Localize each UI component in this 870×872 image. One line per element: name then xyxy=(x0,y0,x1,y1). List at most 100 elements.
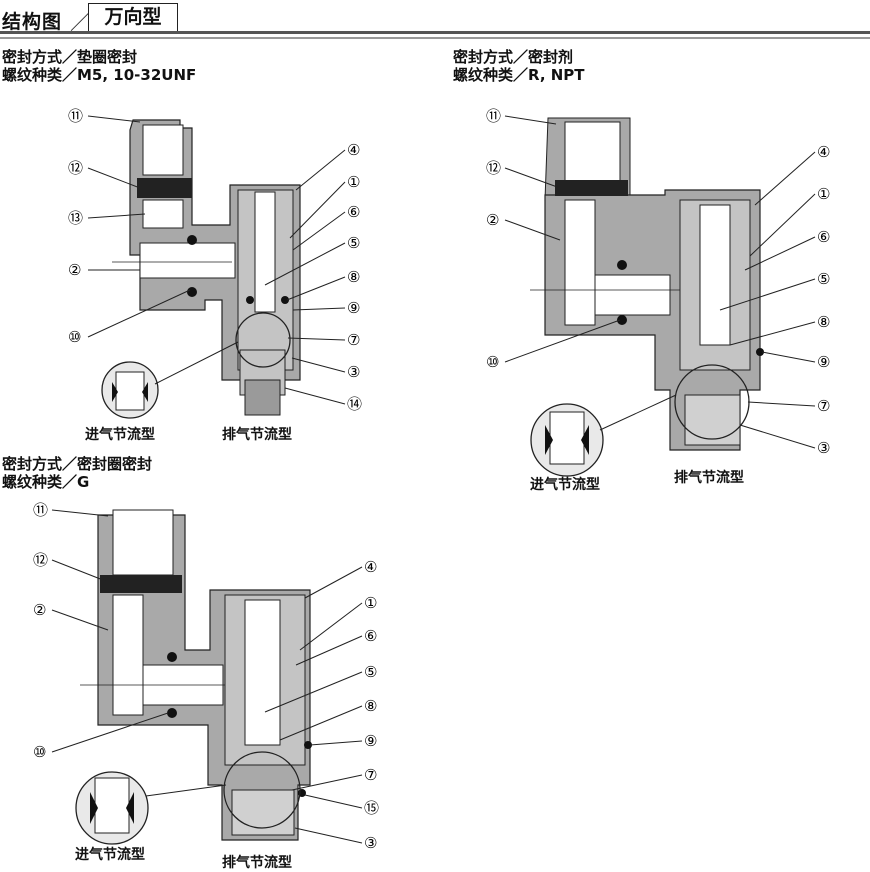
figure-1-drawing: ⑪ ⑫ ⑬ ② ⑩ ④ ① ⑥ ⑤ ⑧ ⑨ ⑦ ③ ⑭ xyxy=(68,107,362,419)
figure-2-thread-type: 螺纹种类／R, NPT xyxy=(453,66,585,84)
fig1-callout-12: ⑫ xyxy=(68,159,83,177)
fig3-leader-12 xyxy=(51,559,109,583)
fig3-bore xyxy=(112,594,144,716)
fig1-callout-10: ⑩ xyxy=(68,328,81,346)
fig1-callout-5: ⑤ xyxy=(347,234,360,252)
fig2-callout-11: ⑪ xyxy=(486,107,501,125)
fig2-horizontal-bore xyxy=(594,274,671,316)
fig3-callout-4: ④ xyxy=(364,558,377,576)
fig3-oring-a xyxy=(167,652,177,662)
header-rule xyxy=(0,31,870,34)
fig2-leader-8 xyxy=(729,321,816,346)
fig3-callout-15: ⑮ xyxy=(364,799,379,817)
fig1-leader-10 xyxy=(87,289,191,338)
fig3-leader-10 xyxy=(51,712,169,753)
figure-3-drawing: ⑪ ⑫ ② ⑩ ④ ① ⑥ ⑤ ⑧ ⑨ ⑦ ⑮ ③ xyxy=(33,501,379,852)
fig1-callout-13: ⑬ xyxy=(68,209,83,227)
fig3-callout-3: ③ xyxy=(364,834,377,852)
fig2-callout-5: ⑤ xyxy=(817,270,830,288)
fig2-callout-10: ⑩ xyxy=(486,353,499,371)
fig2-leader-6 xyxy=(744,236,816,271)
fig2-callout-8: ⑧ xyxy=(817,313,830,331)
fig3-callout-11: ⑪ xyxy=(33,501,48,519)
fig2-leader-7 xyxy=(747,401,816,407)
fig1-fitting-top xyxy=(142,124,184,176)
fig1-leader-7 xyxy=(287,337,346,341)
fig1-leader-12 xyxy=(87,167,141,189)
figure-1-seal-method: 密封方式／垫圈密封 xyxy=(2,48,138,66)
fig3-leader-4 xyxy=(304,566,363,599)
fig1-release-button xyxy=(142,199,184,229)
fig3-inset-leader xyxy=(145,784,227,797)
fig1-callout-3: ③ xyxy=(347,363,360,381)
fig3-fitting-top xyxy=(112,509,174,576)
fig1-callout-11: ⑪ xyxy=(68,107,83,125)
section-header: 结构图 ／ 万向型 xyxy=(0,0,870,40)
fig2-callout-3: ③ xyxy=(817,439,830,457)
fig1-callout-14: ⑭ xyxy=(347,395,362,413)
fig1-bottom-thread xyxy=(244,379,281,416)
fig3-callout-8: ⑧ xyxy=(364,697,377,715)
fig3-callout-10: ⑩ xyxy=(33,743,46,761)
fig2-needle xyxy=(699,204,731,346)
fig2-leader-3 xyxy=(739,424,816,449)
figure-1-spec: 密封方式／垫圈密封 螺纹种类／M5, 10-32UNF xyxy=(2,48,196,84)
fig1-leader-8 xyxy=(286,276,346,301)
fig3-leader-8 xyxy=(279,705,363,741)
figure-2-caption-meter-out: 排气节流型 xyxy=(674,470,744,486)
fig1-leader-11 xyxy=(87,115,141,123)
fig1-callout-7: ⑦ xyxy=(347,331,360,349)
fig2-collet xyxy=(555,180,628,196)
fig3-oring-c xyxy=(304,741,312,749)
fig1-oring-a xyxy=(187,235,197,245)
fig1-callout-8: ⑧ xyxy=(347,268,360,286)
fig1-oring-d xyxy=(281,296,289,304)
figure-3-caption-meter-out: 排气节流型 xyxy=(222,855,292,871)
fig3-leader-15 xyxy=(304,794,363,809)
fig2-leader-11 xyxy=(504,115,557,125)
figure-2-caption-meter-in: 进气节流型 xyxy=(530,477,600,493)
fig3-leader-2 xyxy=(51,609,109,631)
fig1-leader-3 xyxy=(291,357,346,373)
fig2-callout-4: ④ xyxy=(817,143,830,161)
fig2-leader-4 xyxy=(754,151,816,206)
section-title: 结构图 xyxy=(2,11,63,33)
figure-3-caption-meter-in: 进气节流型 xyxy=(75,847,145,863)
fig2-oring-c xyxy=(756,348,764,356)
fig3-callout-7: ⑦ xyxy=(364,766,377,784)
figure-2-seal-method: 密封方式／密封剂 xyxy=(453,48,574,66)
fig2-lower-port xyxy=(684,394,741,446)
fig1-leader-5 xyxy=(264,242,346,286)
fig2-leader-9 xyxy=(761,351,816,363)
fig1-callout-6: ⑥ xyxy=(347,203,360,221)
fig1-leader-13 xyxy=(87,213,146,219)
fig3-leader-6 xyxy=(295,635,363,666)
figure-3-thread-type: 螺纹种类／G xyxy=(2,473,90,491)
fig2-callout-1: ① xyxy=(817,185,830,203)
fig2-oring-b xyxy=(617,315,627,325)
fig2-oring-a xyxy=(617,260,627,270)
fig2-leader-12 xyxy=(504,167,561,189)
fig3-leader-7 xyxy=(291,774,363,791)
fig2-leader-1 xyxy=(749,193,816,257)
fig3-callout-2: ② xyxy=(33,601,46,619)
fig1-collet xyxy=(137,178,192,198)
fig3-callout-5: ⑤ xyxy=(364,663,377,681)
fig3-callout-1: ① xyxy=(364,594,377,612)
fig1-callout-2: ② xyxy=(68,261,81,279)
figure-1-caption-meter-in: 进气节流型 xyxy=(85,427,155,443)
fig1-inset-leader xyxy=(154,341,239,385)
fig3-needle xyxy=(244,599,281,746)
fig1-callout-1: ① xyxy=(347,173,360,191)
fig2-callout-9: ⑨ xyxy=(817,353,830,371)
figure-1-thread-type: 螺纹种类／M5, 10-32UNF xyxy=(2,66,197,84)
fig2-callout-12: ⑫ xyxy=(486,159,501,177)
fig1-leader-14 xyxy=(284,387,346,405)
fig3-detail-circle xyxy=(223,751,301,829)
fig1-leader-6 xyxy=(292,211,346,251)
fig3-leader-3 xyxy=(294,827,363,844)
figure-3-seal-method: 密封方式／密封圈密封 xyxy=(2,455,153,473)
fig3-leader-5 xyxy=(264,671,363,713)
section-tab: 万向型 xyxy=(88,3,178,31)
